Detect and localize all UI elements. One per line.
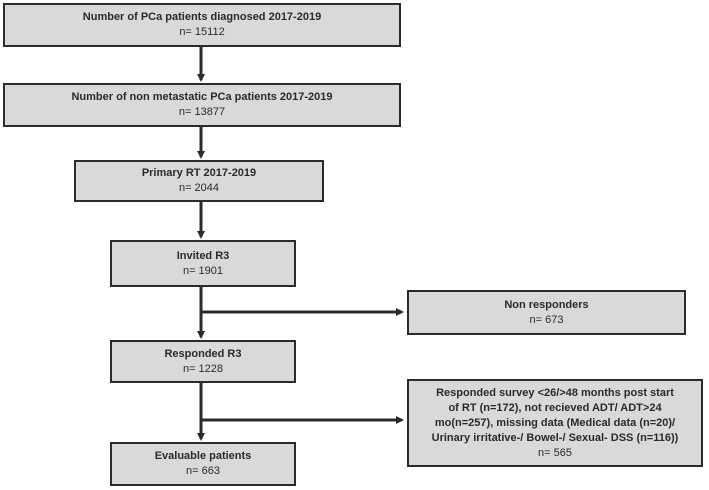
box-diagnosed: Number of PCa patients diagnosed 2017-20…: [3, 3, 401, 47]
box-non-metastatic-count: n= 13877: [178, 106, 226, 118]
box-excluded-title-line-3: mo(n=257), missing data (Medical data (n…: [434, 416, 676, 429]
box-diagnosed-count: n= 15112: [179, 26, 225, 38]
box-responded: Responded R3 n= 1228: [110, 340, 296, 383]
box-non-responders: Non responders n= 673: [407, 290, 686, 335]
box-non-metastatic-title: Number of non metastatic PCa patients 20…: [71, 91, 333, 103]
box-excluded: Responded survey <26/>48 months post sta…: [407, 379, 703, 467]
box-non-metastatic: Number of non metastatic PCa patients 20…: [3, 83, 401, 127]
box-non-responders-title: Non responders: [504, 298, 589, 311]
box-evaluable-title: Evaluable patients: [154, 450, 252, 462]
box-responded-count: n= 1228: [182, 362, 224, 375]
box-non-responders-count: n= 673: [529, 313, 564, 326]
box-excluded-title-line-2: of RT (n=172), not recieved ADT/ ADT>24: [448, 401, 662, 414]
box-evaluable: Evaluable patients n= 663: [110, 442, 296, 486]
box-excluded-title-line-4: Urinary irritative-/ Bowel-/ Sexual- DSS…: [431, 431, 679, 444]
box-primary-rt: Primary RT 2017-2019 n= 2044: [74, 160, 324, 202]
box-responded-title: Responded R3: [164, 347, 242, 360]
box-primary-rt-title: Primary RT 2017-2019: [141, 167, 257, 179]
box-primary-rt-count: n= 2044: [178, 182, 220, 194]
box-excluded-title-line-1: Responded survey <26/>48 months post sta…: [436, 386, 674, 399]
box-invited-count: n= 1901: [182, 264, 224, 277]
box-excluded-count: n= 565: [538, 446, 572, 459]
box-invited-title: Invited R3: [176, 249, 230, 262]
box-evaluable-count: n= 663: [186, 465, 220, 477]
box-diagnosed-title: Number of PCa patients diagnosed 2017-20…: [82, 11, 322, 23]
box-invited: Invited R3 n= 1901: [110, 240, 296, 287]
